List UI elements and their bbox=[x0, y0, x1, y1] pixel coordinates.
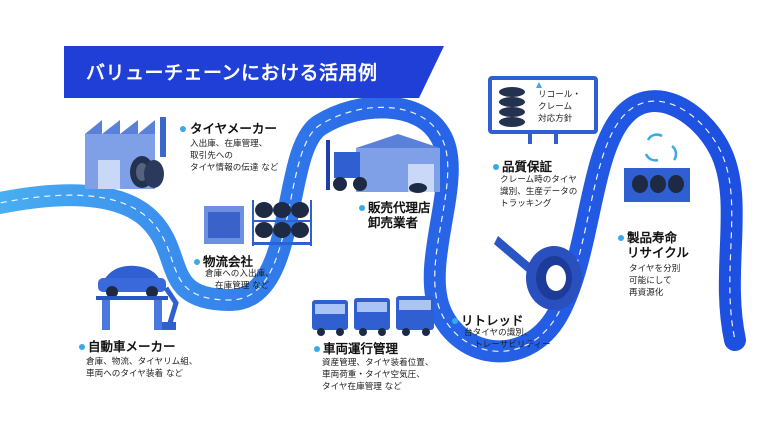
bullet-logistics bbox=[194, 259, 200, 265]
warehouse-rack-illustration bbox=[204, 200, 312, 246]
logistics-desc-1: 倉庫への入出庫、 bbox=[205, 269, 274, 279]
retread-desc-2: トレーサビリティー bbox=[474, 340, 551, 350]
bullet-tire-maker bbox=[180, 126, 186, 132]
quality-title: 品質保証 bbox=[502, 159, 553, 174]
board-line-3: 対応方針 bbox=[538, 114, 573, 124]
bullet-dealer bbox=[359, 205, 365, 211]
auto-maker-desc-2: 車両へのタイヤ装着 など bbox=[86, 369, 184, 379]
tire-maker-desc-1: 入出庫、在庫管理、 bbox=[190, 139, 268, 149]
tire-maker-desc-2: 取引先への bbox=[190, 151, 233, 161]
fleet-title: 車両運行管理 bbox=[323, 341, 399, 356]
recycle-title-1: 製品寿命 bbox=[627, 230, 678, 245]
recycle-illustration bbox=[624, 133, 690, 202]
trucks-illustration bbox=[312, 296, 434, 336]
tire-maker-title: タイヤメーカー bbox=[190, 121, 277, 136]
tire-maker-desc-3: タイヤ情報の伝達 など bbox=[190, 163, 279, 173]
retread-tire-illustration bbox=[494, 236, 582, 310]
recycle-desc-3: 再資源化 bbox=[629, 288, 664, 298]
page-title: バリューチェーンにおける活用例 bbox=[86, 62, 378, 84]
fleet-desc-3: タイヤ在庫管理 など bbox=[322, 382, 402, 392]
title-banner bbox=[64, 46, 444, 98]
recycle-title-2: リサイクル bbox=[627, 245, 689, 260]
fleet-desc-2: 車両荷重・タイヤ空気圧、 bbox=[322, 370, 425, 380]
board-line-2: クレーム bbox=[538, 102, 573, 112]
recycle-desc-2: 可能にして bbox=[629, 276, 672, 286]
factory-illustration bbox=[85, 117, 166, 189]
board-line-1: リコール・ bbox=[538, 90, 581, 100]
bullet-auto-maker bbox=[79, 344, 85, 350]
quality-desc-2: 識別、生産データの bbox=[500, 187, 578, 197]
retread-desc-1: 台タイヤの識別、 bbox=[464, 328, 533, 338]
bullet-retread bbox=[452, 318, 458, 324]
bullet-fleet bbox=[314, 346, 320, 352]
logistics-desc-2: 在庫管理 など bbox=[215, 281, 270, 291]
recycle-arrow-icon bbox=[646, 133, 663, 141]
retread-title: リトレッド bbox=[461, 313, 524, 328]
dealer-forklift-illustration bbox=[326, 134, 440, 193]
dealer-title-2: 卸売業者 bbox=[368, 215, 419, 230]
bullet-quality bbox=[493, 164, 499, 170]
fleet-desc-1: 資産管理、タイヤ装着位置、 bbox=[322, 358, 434, 368]
auto-maker-title: 自動車メーカー bbox=[88, 339, 176, 354]
quality-board-illustration bbox=[488, 76, 598, 144]
car-assembly-illustration bbox=[96, 265, 179, 330]
quality-desc-3: トラッキング bbox=[500, 199, 552, 209]
quality-desc-1: クレーム時のタイヤ bbox=[500, 175, 577, 185]
bullet-recycle bbox=[618, 235, 624, 241]
auto-maker-desc-1: 倉庫、物流、タイヤリム組、 bbox=[86, 357, 198, 367]
logistics-title: 物流会社 bbox=[203, 254, 254, 269]
recycle-desc-1: タイヤを分別 bbox=[629, 264, 681, 274]
dealer-title-1: 販売代理店 bbox=[368, 200, 431, 215]
